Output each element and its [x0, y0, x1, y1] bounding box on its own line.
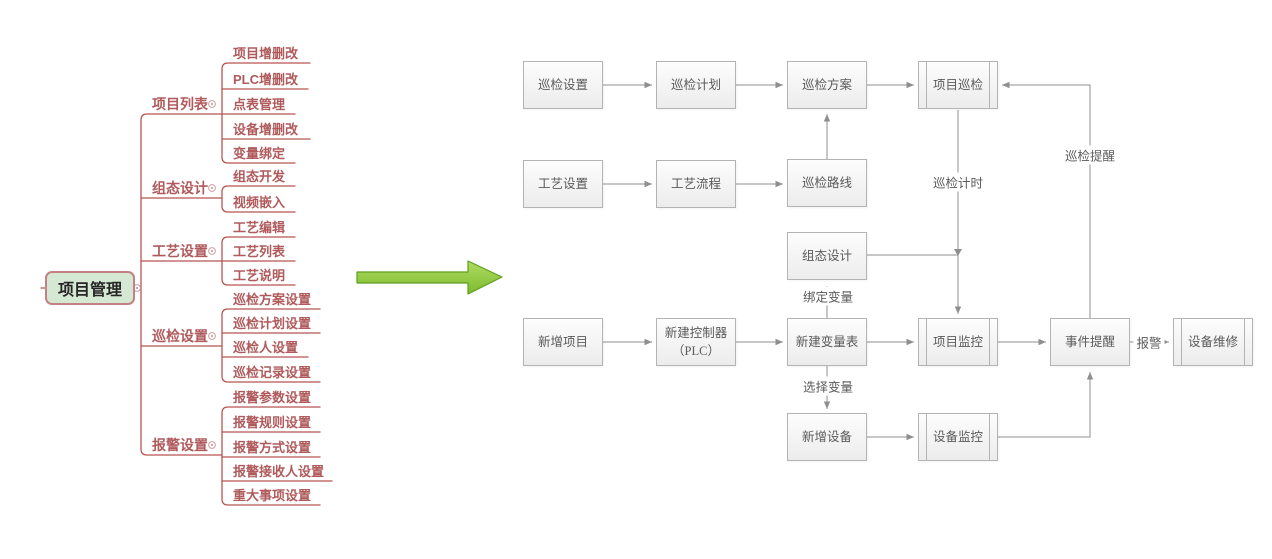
branch-project-list[interactable]: 项目列表	[152, 96, 208, 112]
leaf-lines	[221, 185, 296, 213]
edge-label-alarm: 报警	[1133, 332, 1165, 352]
collapse-handle-dot	[210, 443, 214, 447]
leaf-item[interactable]: 变量绑定	[233, 146, 286, 161]
leaf-lines	[221, 406, 321, 506]
mindmap-connectors	[40, 62, 333, 506]
leaf-item[interactable]: 巡检方案设置	[233, 292, 312, 307]
branch-config-design[interactable]: 组态设计	[152, 180, 208, 196]
leaf-item[interactable]: 报警规则设置	[233, 415, 312, 430]
leaf-item[interactable]: 报警接收人设置	[233, 464, 325, 479]
leaf-item[interactable]: 工艺列表	[233, 244, 286, 259]
flow-node-process-settings[interactable]: 工艺设置	[523, 160, 603, 208]
branch-alarm-settings[interactable]: 报警设置	[152, 437, 208, 453]
flow-node-device-maintenance[interactable]: 设备维修	[1173, 318, 1253, 366]
leaf-item[interactable]: 报警参数设置	[233, 390, 312, 405]
branch-process-settings[interactable]: 工艺设置	[152, 243, 208, 259]
flow-node-new-plc-controller[interactable]: 新建控制器 （PLC）	[656, 318, 736, 366]
collapse-handle-dot	[210, 102, 214, 106]
collapse-handle-dot	[210, 186, 214, 190]
leaf-item[interactable]: 巡检人设置	[233, 340, 299, 355]
leaf-item[interactable]: 巡检计划设置	[233, 316, 312, 331]
collapse-handle-dot	[210, 249, 214, 253]
edge-label-inspection-timing: 巡检计时	[929, 172, 987, 192]
branch-inspection-settings[interactable]: 巡检设置	[152, 328, 208, 344]
leaf-lines	[221, 308, 321, 383]
leaf-item[interactable]: 工艺说明	[233, 268, 286, 283]
edge-label-bind-variable: 绑定变量	[799, 286, 857, 306]
collapse-handles[interactable]	[133, 100, 216, 449]
leaf-item[interactable]: PLC增删改	[233, 72, 299, 87]
leaf-item[interactable]: 工艺编辑	[233, 220, 286, 235]
mindmap-trunk	[140, 113, 223, 456]
leaf-item[interactable]: 报警方式设置	[233, 440, 312, 455]
collapse-handle-dot	[210, 334, 214, 338]
flow-node-event-reminder[interactable]: 事件提醒	[1050, 318, 1130, 366]
flow-node-project-monitor[interactable]: 项目监控	[918, 318, 998, 366]
transform-arrow-icon	[356, 260, 503, 295]
leaf-item[interactable]: 重大事项设置	[233, 488, 312, 503]
flow-connectors	[603, 81, 1169, 441]
edge-label-select-variable: 选择变量	[799, 376, 857, 396]
flow-node-new-project[interactable]: 新增项目	[523, 318, 603, 366]
flow-node-device-monitor[interactable]: 设备监控	[918, 413, 998, 461]
flow-node-project-inspection[interactable]: 项目巡检	[918, 61, 998, 109]
flow-node-config-design[interactable]: 组态设计	[787, 232, 867, 280]
flow-node-process-flow[interactable]: 工艺流程	[656, 160, 736, 208]
leaf-item[interactable]: 项目增删改	[233, 46, 299, 61]
edge-event-reminder-to-project-inspection	[1002, 81, 1091, 318]
flow-node-inspection-settings[interactable]: 巡检设置	[523, 61, 603, 109]
flow-node-inspection-plan[interactable]: 巡检计划	[656, 61, 736, 109]
merge-arrowhead	[954, 249, 962, 256]
leaf-item[interactable]: 组态开发	[233, 169, 286, 184]
leaf-item[interactable]: 点表管理	[233, 97, 286, 112]
leaf-item[interactable]: 设备增删改	[233, 122, 299, 137]
leaf-lines	[221, 62, 311, 164]
collapse-handle-dot	[135, 286, 139, 290]
edge-label-inspection-reminder: 巡检提醒	[1061, 145, 1119, 165]
edge-device-monitor-to-event-reminder	[997, 372, 1094, 438]
flow-node-new-device[interactable]: 新增设备	[787, 413, 867, 461]
leaf-item[interactable]: 巡检记录设置	[233, 365, 312, 380]
flow-node-new-variable-table[interactable]: 新建变量表	[787, 318, 867, 366]
mindmap-root-node[interactable]: 项目管理	[45, 271, 135, 305]
flow-node-inspection-route[interactable]: 巡检路线	[787, 159, 867, 207]
leaf-item[interactable]: 视频嵌入	[233, 195, 286, 210]
flow-node-inspection-scheme[interactable]: 巡检方案	[787, 61, 867, 109]
